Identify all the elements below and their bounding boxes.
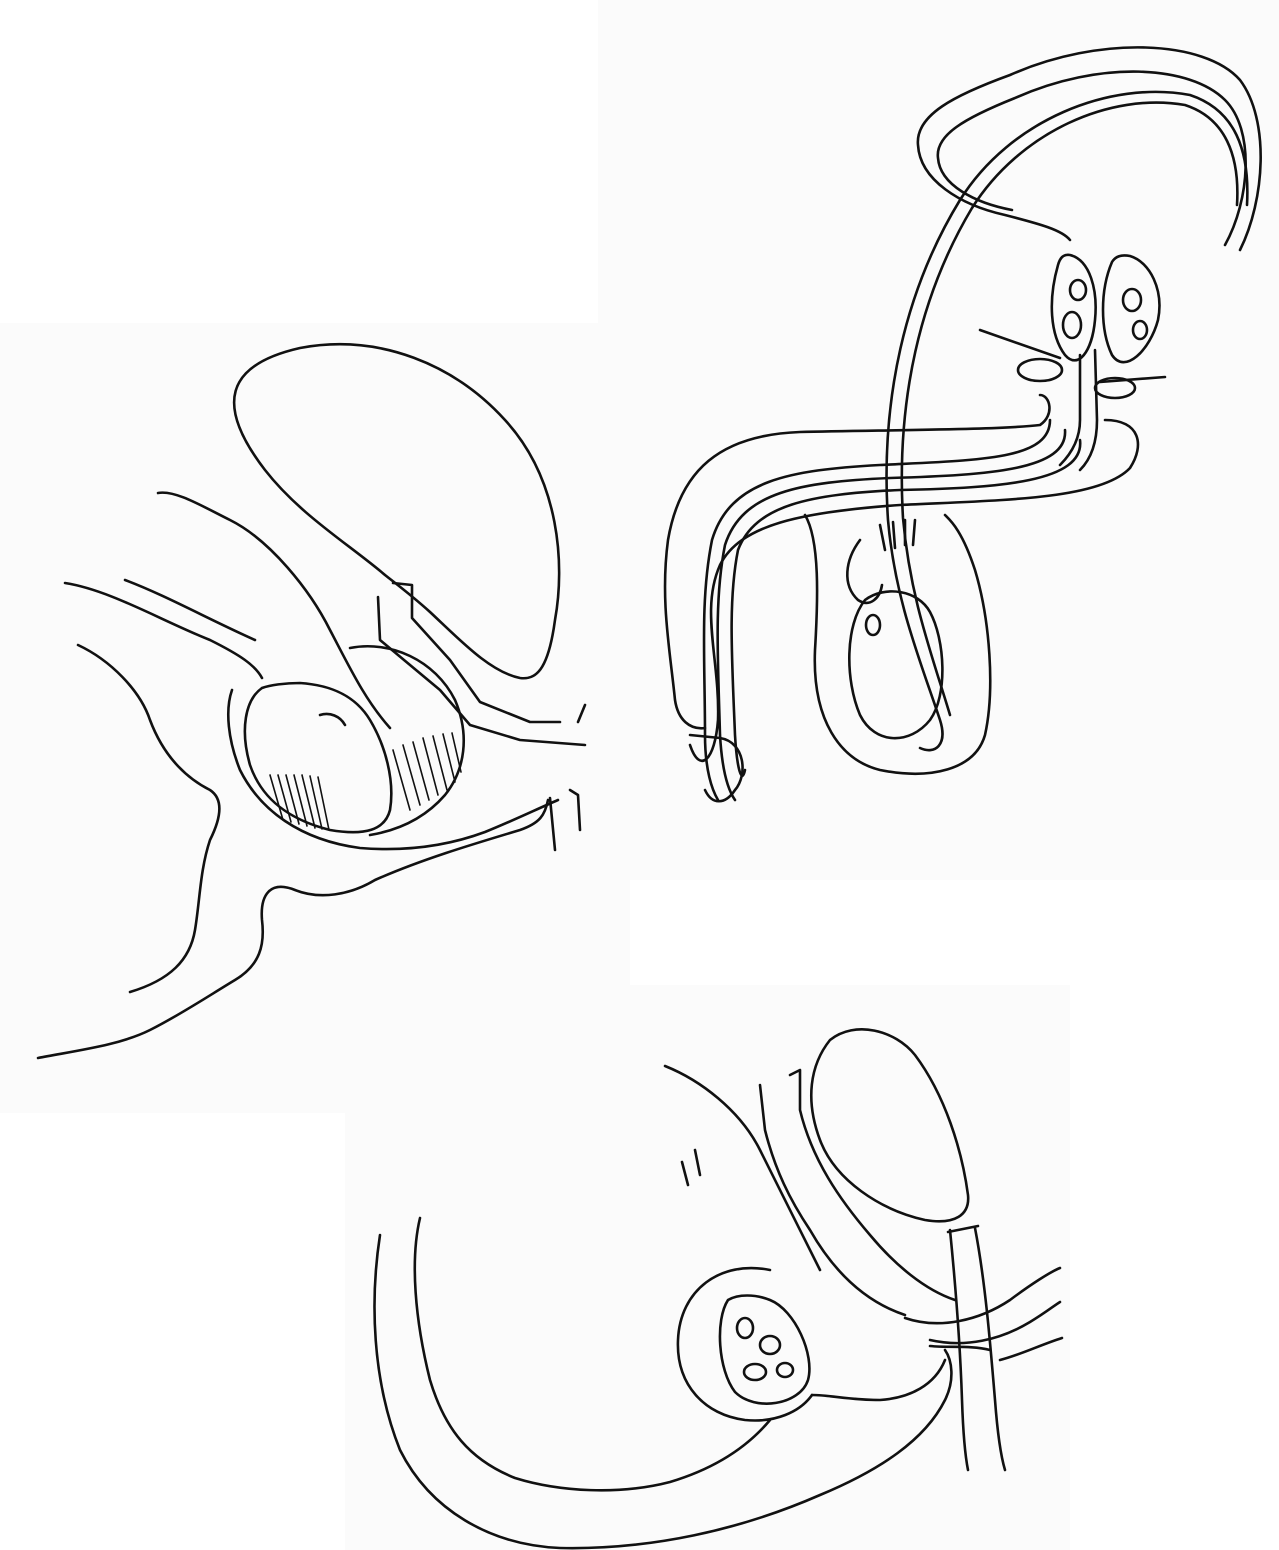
bottom-bone-cell-4 [777,1363,793,1377]
bottom-bone-cell-1 [737,1318,753,1338]
bottom-duct-cap [948,1226,978,1232]
bottom-channel-1 [760,1085,905,1315]
bottom-wall-inner [415,1218,770,1490]
bottom-duct-left [950,1230,968,1470]
bottom-organ [811,1029,968,1221]
bottom-bone-cell-2 [760,1336,780,1354]
bottom-wall-outer [375,1235,952,1548]
bottom-bone-cell-3 [744,1364,766,1380]
bottom-wall-link [812,1360,945,1400]
bottom-stub [682,1150,700,1185]
bottom-tube-c [1000,1338,1062,1360]
bottom-pubic-bone [720,1296,809,1404]
bottom-channel-2 [790,1070,955,1300]
bottom-channel-3 [665,1066,820,1270]
